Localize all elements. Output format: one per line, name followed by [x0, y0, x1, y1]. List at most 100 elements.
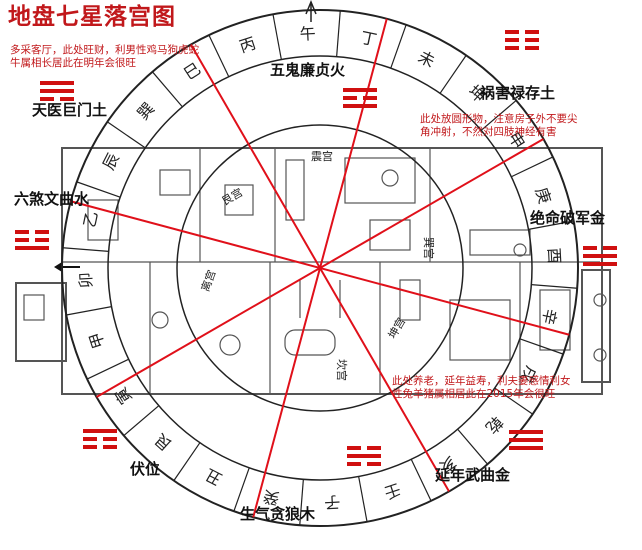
inner-palace-label: 震宫: [311, 149, 333, 163]
sector-divider: [62, 247, 109, 252]
sector-divider: [272, 14, 282, 60]
compass-rings: [61, 9, 579, 527]
mountain-char: 乙: [80, 209, 102, 229]
trigram-line: [583, 254, 617, 258]
trigram-line: [343, 88, 377, 92]
north-arrowhead: [305, 0, 317, 15]
palace-line: [70, 200, 570, 336]
inner-palace-label: 离宫: [198, 268, 219, 293]
ring-circle: [107, 55, 533, 481]
inner-palace-label: 坤宫: [385, 315, 408, 341]
trigram-line: [347, 462, 381, 466]
kan-trigram-icon: [347, 446, 381, 470]
gen-trigram-icon: [83, 429, 117, 453]
trigram-line: [40, 97, 74, 101]
zhen-trigram-icon: [15, 230, 49, 254]
trigram-line: [343, 104, 377, 108]
sector-divider: [358, 476, 368, 522]
label-yannian: 延年武曲金: [435, 466, 511, 484]
trigram-line: [505, 46, 539, 50]
mountain-char: 戌: [517, 363, 541, 386]
sector-divider: [511, 156, 554, 178]
sector-divider: [151, 71, 183, 108]
mountain-char: 丑: [202, 465, 225, 489]
sector-divider: [233, 467, 250, 512]
sector-divider: [86, 358, 129, 380]
note-top-left: 多采客厅，此处旺财，利男性鸡马狗虎蛇牛属相长居此在明年会很旺: [10, 44, 199, 69]
trigram-line: [509, 438, 543, 442]
trigram-line: [40, 81, 74, 85]
mountain-char: 辛: [538, 307, 560, 327]
mountain-char: 子: [324, 492, 341, 512]
sector-divider: [519, 338, 564, 355]
label-jueming: 绝命破军金: [530, 209, 606, 227]
trigram-line: [83, 429, 117, 433]
sector-divider: [173, 442, 201, 481]
mountain-char: 壬: [382, 480, 403, 503]
trigram-line: [347, 446, 381, 450]
sector-divider: [494, 387, 533, 415]
trigram-line: [505, 38, 539, 42]
xun-trigram-icon: [40, 81, 74, 105]
trigram-line: [509, 430, 543, 434]
label-tianyi: 天医巨门土: [32, 101, 108, 119]
trigram-line: [343, 96, 377, 100]
mountain-char: 癸: [261, 486, 281, 508]
sector-divider: [299, 479, 304, 526]
mountain-char: 庚: [532, 185, 555, 206]
mountain-char: 乾: [482, 413, 507, 438]
trigram-line: [15, 230, 49, 234]
mountain-char: 丁: [359, 28, 379, 50]
label-shengqi: 生气贪狼木: [240, 505, 316, 523]
trigram-line: [15, 238, 49, 242]
sector-divider: [457, 428, 489, 465]
trigram-line: [40, 89, 74, 93]
kun-trigram-icon: [505, 30, 539, 54]
sector-divider: [480, 99, 517, 131]
trigram-line: [583, 246, 617, 250]
sector-divider: [528, 220, 574, 230]
mountain-char: 卯: [76, 272, 96, 289]
mountain-char: 巽: [133, 99, 158, 124]
label-wugui: 五鬼廉贞火: [270, 61, 346, 79]
palace-boundary-lines: [70, 18, 570, 518]
sector-divider: [208, 34, 230, 77]
trigram-line: [505, 30, 539, 34]
ring-circle: [176, 124, 464, 412]
sector-divider: [410, 459, 432, 502]
mountain-char: 辰: [99, 150, 123, 173]
label-fuwei: 伏位: [130, 460, 161, 478]
inner-palace-label: 坎宫: [335, 359, 349, 381]
trigram-line: [83, 437, 117, 441]
trigram-line: [509, 446, 543, 450]
mountain-char: 甲: [85, 330, 108, 351]
sector-divider: [390, 24, 407, 69]
sector-divider: [107, 121, 146, 149]
qian-trigram-icon: [509, 430, 543, 454]
mountain-char: 酉: [544, 247, 564, 264]
ring-circle: [61, 9, 579, 527]
mountain-char: 午: [299, 24, 316, 44]
sector-divider: [531, 284, 578, 289]
sector-divider: [66, 306, 112, 316]
label-liusha: 六煞文曲水: [14, 190, 90, 208]
mountain-char: 艮: [151, 430, 176, 455]
inner-palace-label: 艮宫: [219, 185, 245, 208]
diagram-title: 地盘七星落宫图: [8, 4, 176, 30]
note-bottom: 此处养老，延年益寿，利夫妻感情利女性兔羊猪属相居此在2015年会很旺: [392, 375, 571, 400]
sector-divider: [76, 181, 121, 198]
mountain-char: 未: [415, 47, 438, 71]
sector-divider: [336, 10, 341, 57]
trigram-line: [347, 454, 381, 458]
trigram-line: [83, 445, 117, 449]
sector-divider: [123, 405, 160, 437]
dui-trigram-icon: [583, 246, 617, 270]
trigram-line: [583, 262, 617, 266]
li-trigram-icon: [343, 88, 377, 112]
inner-palace-label: 巽宫: [422, 237, 436, 259]
sector-dividers: [62, 10, 578, 526]
sector-divider: [439, 55, 467, 94]
trigram-line: [15, 246, 49, 250]
